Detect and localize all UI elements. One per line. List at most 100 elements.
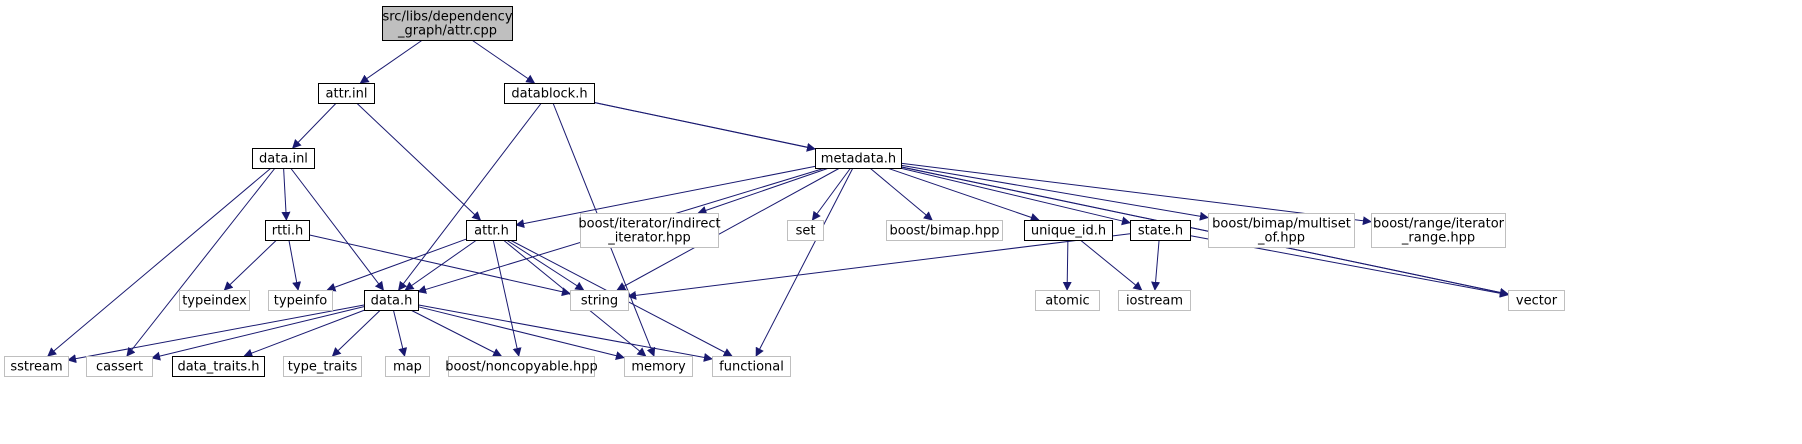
edge-data_inl-to-cassert <box>126 167 276 357</box>
node-functional: functional <box>712 356 791 377</box>
node-box <box>1130 220 1191 241</box>
node-data_h[interactable]: data.h <box>364 290 419 311</box>
node-label: rtti.h <box>272 224 304 239</box>
edge-data_inl-to-sstream <box>47 167 272 357</box>
edge-rtti_h-to-typeindex <box>223 239 277 291</box>
node-label: boost/iterator/indirect <box>578 217 720 232</box>
edge-metadata_h-to-boost_bimap <box>869 167 933 221</box>
node-label: boost/bimap/multiset <box>1212 217 1351 232</box>
edge-state_h-to-iostream <box>1151 239 1161 291</box>
node-label: data.inl <box>259 152 308 167</box>
node-box <box>448 356 595 377</box>
node-label: vector <box>1516 294 1558 309</box>
node-label: src/libs/dependency <box>382 10 512 25</box>
node-label: data_traits.h <box>177 360 259 375</box>
edge-rtti_h-to-string <box>308 234 571 297</box>
node-label: _of.hpp <box>1257 231 1305 246</box>
node-box <box>466 220 517 241</box>
node-typeinfo: typeinfo <box>268 290 333 311</box>
node-type_traits: type_traits <box>283 356 362 377</box>
node-label: _graph/attr.cpp <box>397 24 497 39</box>
node-boost_bimap: boost/bimap.hpp <box>886 220 1003 241</box>
node-data_inl[interactable]: data.inl <box>252 148 315 169</box>
edge-data_h-to-sstream <box>67 304 365 364</box>
edge-data_h-to-map <box>392 309 408 357</box>
edge-data_h-to-functional <box>417 304 713 362</box>
node-label: string <box>581 294 618 309</box>
edge-data_h-to-data_traits_h <box>243 309 365 358</box>
node-string: string <box>570 290 629 311</box>
node-datablock_h[interactable]: datablock.h <box>504 83 595 104</box>
edge-unique_id_h-to-iostream <box>1079 239 1143 291</box>
node-box <box>1118 290 1191 311</box>
edge-metadata_h-to-functional <box>755 167 854 357</box>
node-atomic: atomic <box>1035 290 1100 311</box>
node-boost_multiset: boost/bimap/multiset_of.hpp <box>1208 213 1355 248</box>
node-box <box>886 220 1003 241</box>
edge-data_inl-to-rtti_h <box>281 167 291 221</box>
edge-unique_id_h-to-atomic <box>1062 239 1072 291</box>
node-label: unique_id.h <box>1031 224 1106 239</box>
node-box <box>1371 213 1506 248</box>
edge-attr_cpp-to-datablock_h <box>471 39 536 84</box>
node-box <box>1508 290 1565 311</box>
edges-layer <box>47 39 1509 364</box>
node-box <box>504 83 595 104</box>
node-box <box>265 220 310 241</box>
node-box <box>4 356 69 377</box>
node-label: boost/noncopyable.hpp <box>445 360 598 375</box>
edge-data_h-to-type_traits <box>331 309 381 357</box>
node-rtti_h[interactable]: rtti.h <box>265 220 310 241</box>
edge-attr_inl-to-data_inl <box>292 102 337 149</box>
node-attr_inl[interactable]: attr.inl <box>318 83 375 104</box>
node-label: type_traits <box>288 360 358 375</box>
edge-metadata_h-to-unique_id_h <box>887 167 1040 222</box>
edge-metadata_h-to-boost_range <box>900 162 1372 226</box>
node-data_traits_h[interactable]: data_traits.h <box>172 356 265 377</box>
edge-metadata_h-to-vector <box>900 166 1509 297</box>
node-label: iostream <box>1126 294 1183 309</box>
node-label: metadata.h <box>821 152 896 167</box>
node-label: state.h <box>1138 224 1183 239</box>
node-label: boost/range/iterator <box>1373 217 1505 232</box>
node-box <box>172 356 265 377</box>
node-unique_id_h[interactable]: unique_id.h <box>1024 220 1113 241</box>
node-cassert: cassert <box>86 356 153 377</box>
node-label: boost/bimap.hpp <box>889 224 999 239</box>
edge-data_h-to-boost_noncopyable <box>410 309 503 357</box>
node-attr_h[interactable]: attr.h <box>466 220 517 241</box>
node-metadata_h[interactable]: metadata.h <box>815 148 902 169</box>
edge-metadata_h-to-string <box>616 167 841 291</box>
node-label: sstream <box>10 360 62 375</box>
nodes-layer: src/libs/dependency_graph/attr.cpp attr.i… <box>4 6 1565 377</box>
node-box <box>1208 213 1355 248</box>
edge-state_h-to-string <box>627 233 1131 300</box>
edge-rtti_h-to-typeinfo <box>288 239 302 291</box>
node-box <box>382 6 513 41</box>
node-label: attr.inl <box>326 87 368 102</box>
node-label: typeinfo <box>274 294 327 309</box>
node-label: _iterator.hpp <box>607 231 691 246</box>
node-state_h[interactable]: state.h <box>1130 220 1191 241</box>
edge-attr_h-to-string <box>506 239 585 291</box>
node-label: atomic <box>1045 294 1089 309</box>
node-boost_indirect: boost/iterator/indirect_iterator.hpp <box>578 213 721 248</box>
edge-attr_cpp-to-attr_inl <box>359 39 423 84</box>
edge-data_h-to-cassert <box>151 306 365 361</box>
node-box <box>712 356 791 377</box>
node-label: datablock.h <box>511 87 587 102</box>
node-box <box>364 290 419 311</box>
node-box <box>318 83 375 104</box>
node-box <box>570 290 629 311</box>
edge-metadata_h-to-state_h <box>899 167 1131 226</box>
node-attr_cpp[interactable]: src/libs/dependency_graph/attr.cpp <box>382 6 513 41</box>
node-box <box>815 148 902 169</box>
node-label: map <box>393 360 422 375</box>
node-box <box>385 356 430 377</box>
node-label: set <box>796 224 816 239</box>
node-box <box>179 290 250 311</box>
node-boost_noncopyable: boost/noncopyable.hpp <box>445 356 598 377</box>
node-set: set <box>787 220 824 241</box>
